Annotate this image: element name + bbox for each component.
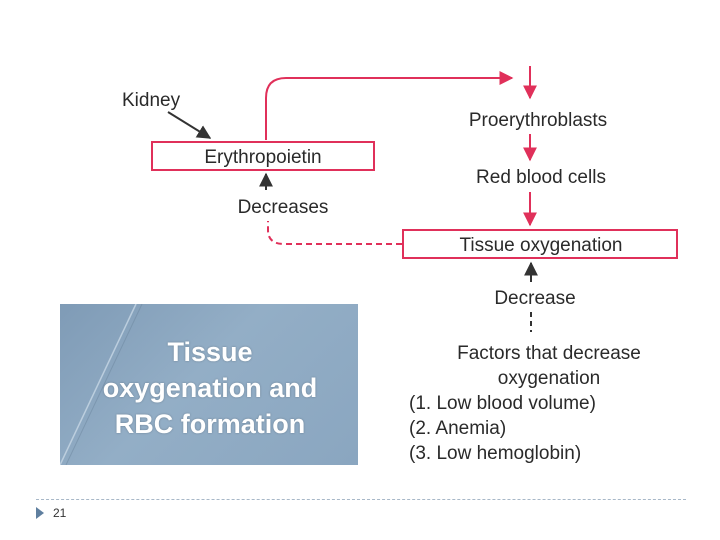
tissue-oxygenation-box [402,229,678,259]
stimulation-arrow [265,71,514,140]
factors-heading-line-1: Factors that decrease [457,343,641,364]
callout-title: Tissue oxygenation and RBC formation [60,334,358,442]
callout-title-line-1: Tissue [167,337,253,367]
kidney-arrow [167,111,212,139]
erythropoietin-box [151,141,375,171]
factor-item-anemia: (2. Anemia) [409,418,506,439]
factor-item-low-hemoglobin: (3. Low hemoglobin) [409,443,581,464]
decrease-label: Decrease [494,288,575,309]
factor-item-low-blood-volume: (1. Low blood volume) [409,393,596,414]
callout-decoration [60,304,143,465]
decreases-label: Decreases [238,197,329,218]
callout-box: Tissue oxygenation and RBC formation [60,304,358,465]
factors-heading-line-2: oxygenation [498,368,600,389]
feedback-dashed-path [267,221,402,245]
page-number: 21 [53,506,67,520]
footer-divider [36,499,686,500]
tissue-oxygenation-label: Tissue oxygenation [459,235,622,256]
red-blood-cells-label: Red blood cells [476,167,606,188]
erythropoietin-label: Erythropoietin [204,147,321,168]
kidney-label: Kidney [122,90,181,111]
proerythroblasts-label: Proerythroblasts [469,110,607,131]
callout-title-line-3: RBC formation [114,409,306,439]
callout-title-line-2: oxygenation and [102,373,318,403]
footer-bullet-icon [36,507,44,519]
